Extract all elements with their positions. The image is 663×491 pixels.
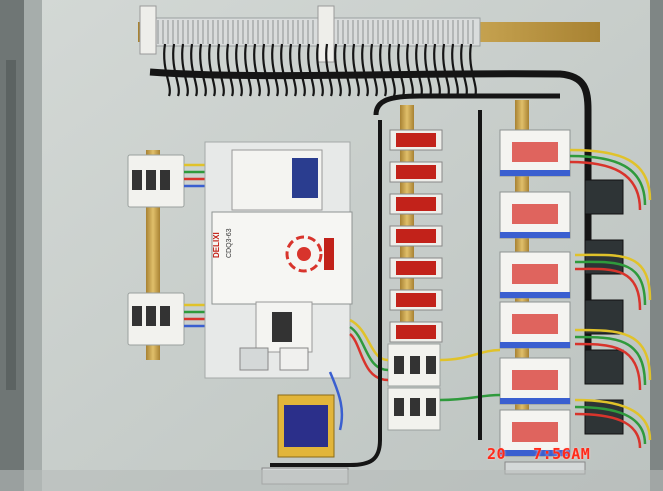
contactor-icon	[499, 251, 571, 299]
relay-body	[396, 165, 436, 179]
relay-icon	[389, 225, 443, 247]
relay-icon	[389, 321, 443, 343]
relay-icon	[389, 289, 443, 311]
contactor-label	[512, 370, 558, 390]
ats-selector-knob	[297, 247, 311, 261]
ats-model: CDQ3-63	[226, 228, 233, 258]
photo-timestamp: 20 7:56AM	[487, 445, 590, 463]
contactor-strip	[500, 450, 570, 456]
relay-column	[389, 129, 443, 343]
relay-icon	[389, 257, 443, 279]
relay-icon	[389, 129, 443, 151]
black-wire-bundles	[270, 110, 482, 467]
relay-body	[396, 261, 436, 275]
contactor-label	[512, 314, 558, 334]
right-cabinet-edge	[650, 0, 663, 491]
ats-logo: DELIXI	[212, 232, 221, 258]
right-terminal-blocks	[584, 179, 624, 435]
door-hinge	[6, 60, 16, 390]
end-stop-left	[139, 5, 157, 55]
circuit-breaker-icon	[127, 154, 185, 208]
terminal-block-icon	[239, 347, 269, 371]
terminal-block-icon	[157, 20, 474, 44]
ats-label-plate	[292, 158, 318, 198]
contactor-icon	[499, 129, 571, 177]
ats-bottom-switch	[272, 312, 292, 342]
ats-small-terminal	[279, 347, 309, 371]
circuit-breaker-icon	[387, 387, 441, 431]
wire-harness-branch	[373, 93, 560, 116]
ats-warning-label	[324, 238, 334, 270]
contactor-label	[512, 422, 558, 442]
terminal-block-icon	[584, 399, 624, 435]
top-terminal-strip	[149, 17, 481, 47]
relay-body	[396, 197, 436, 211]
timestamp-date: 20	[487, 445, 507, 463]
cabinet-side	[24, 0, 44, 491]
contactor-label	[512, 264, 558, 284]
contactor-strip	[500, 170, 570, 176]
timestamp-time: 7:56AM	[533, 445, 591, 463]
contactor-icon	[499, 191, 571, 239]
relay-icon	[389, 193, 443, 215]
ats-selector-ring	[285, 235, 323, 273]
circuit-breaker-icon	[387, 343, 441, 387]
contactor-label	[512, 142, 558, 162]
contactor-icon	[499, 357, 571, 405]
circuit-breaker-icon	[127, 292, 185, 346]
contactor-strip	[500, 232, 570, 238]
main-wire-harness	[149, 68, 592, 370]
contactor-label	[512, 204, 558, 224]
relay-icon	[389, 161, 443, 183]
terminal-block-icon	[584, 349, 624, 385]
bottom-shadow	[0, 470, 663, 491]
contactor-column	[499, 129, 571, 457]
ats-controller	[211, 211, 353, 305]
right-colored-wires	[328, 148, 652, 449]
contactor-icon	[499, 409, 571, 457]
relay-body	[396, 133, 436, 147]
contactor-strip	[500, 398, 570, 404]
contactor-icon	[499, 301, 571, 349]
contactor-strip	[500, 292, 570, 298]
relay-body	[396, 325, 436, 339]
terminal-block-icon	[584, 299, 624, 335]
relay-body	[396, 293, 436, 307]
relay-body	[396, 229, 436, 243]
terminal-block-icon	[584, 179, 624, 215]
contactor-strip	[500, 342, 570, 348]
